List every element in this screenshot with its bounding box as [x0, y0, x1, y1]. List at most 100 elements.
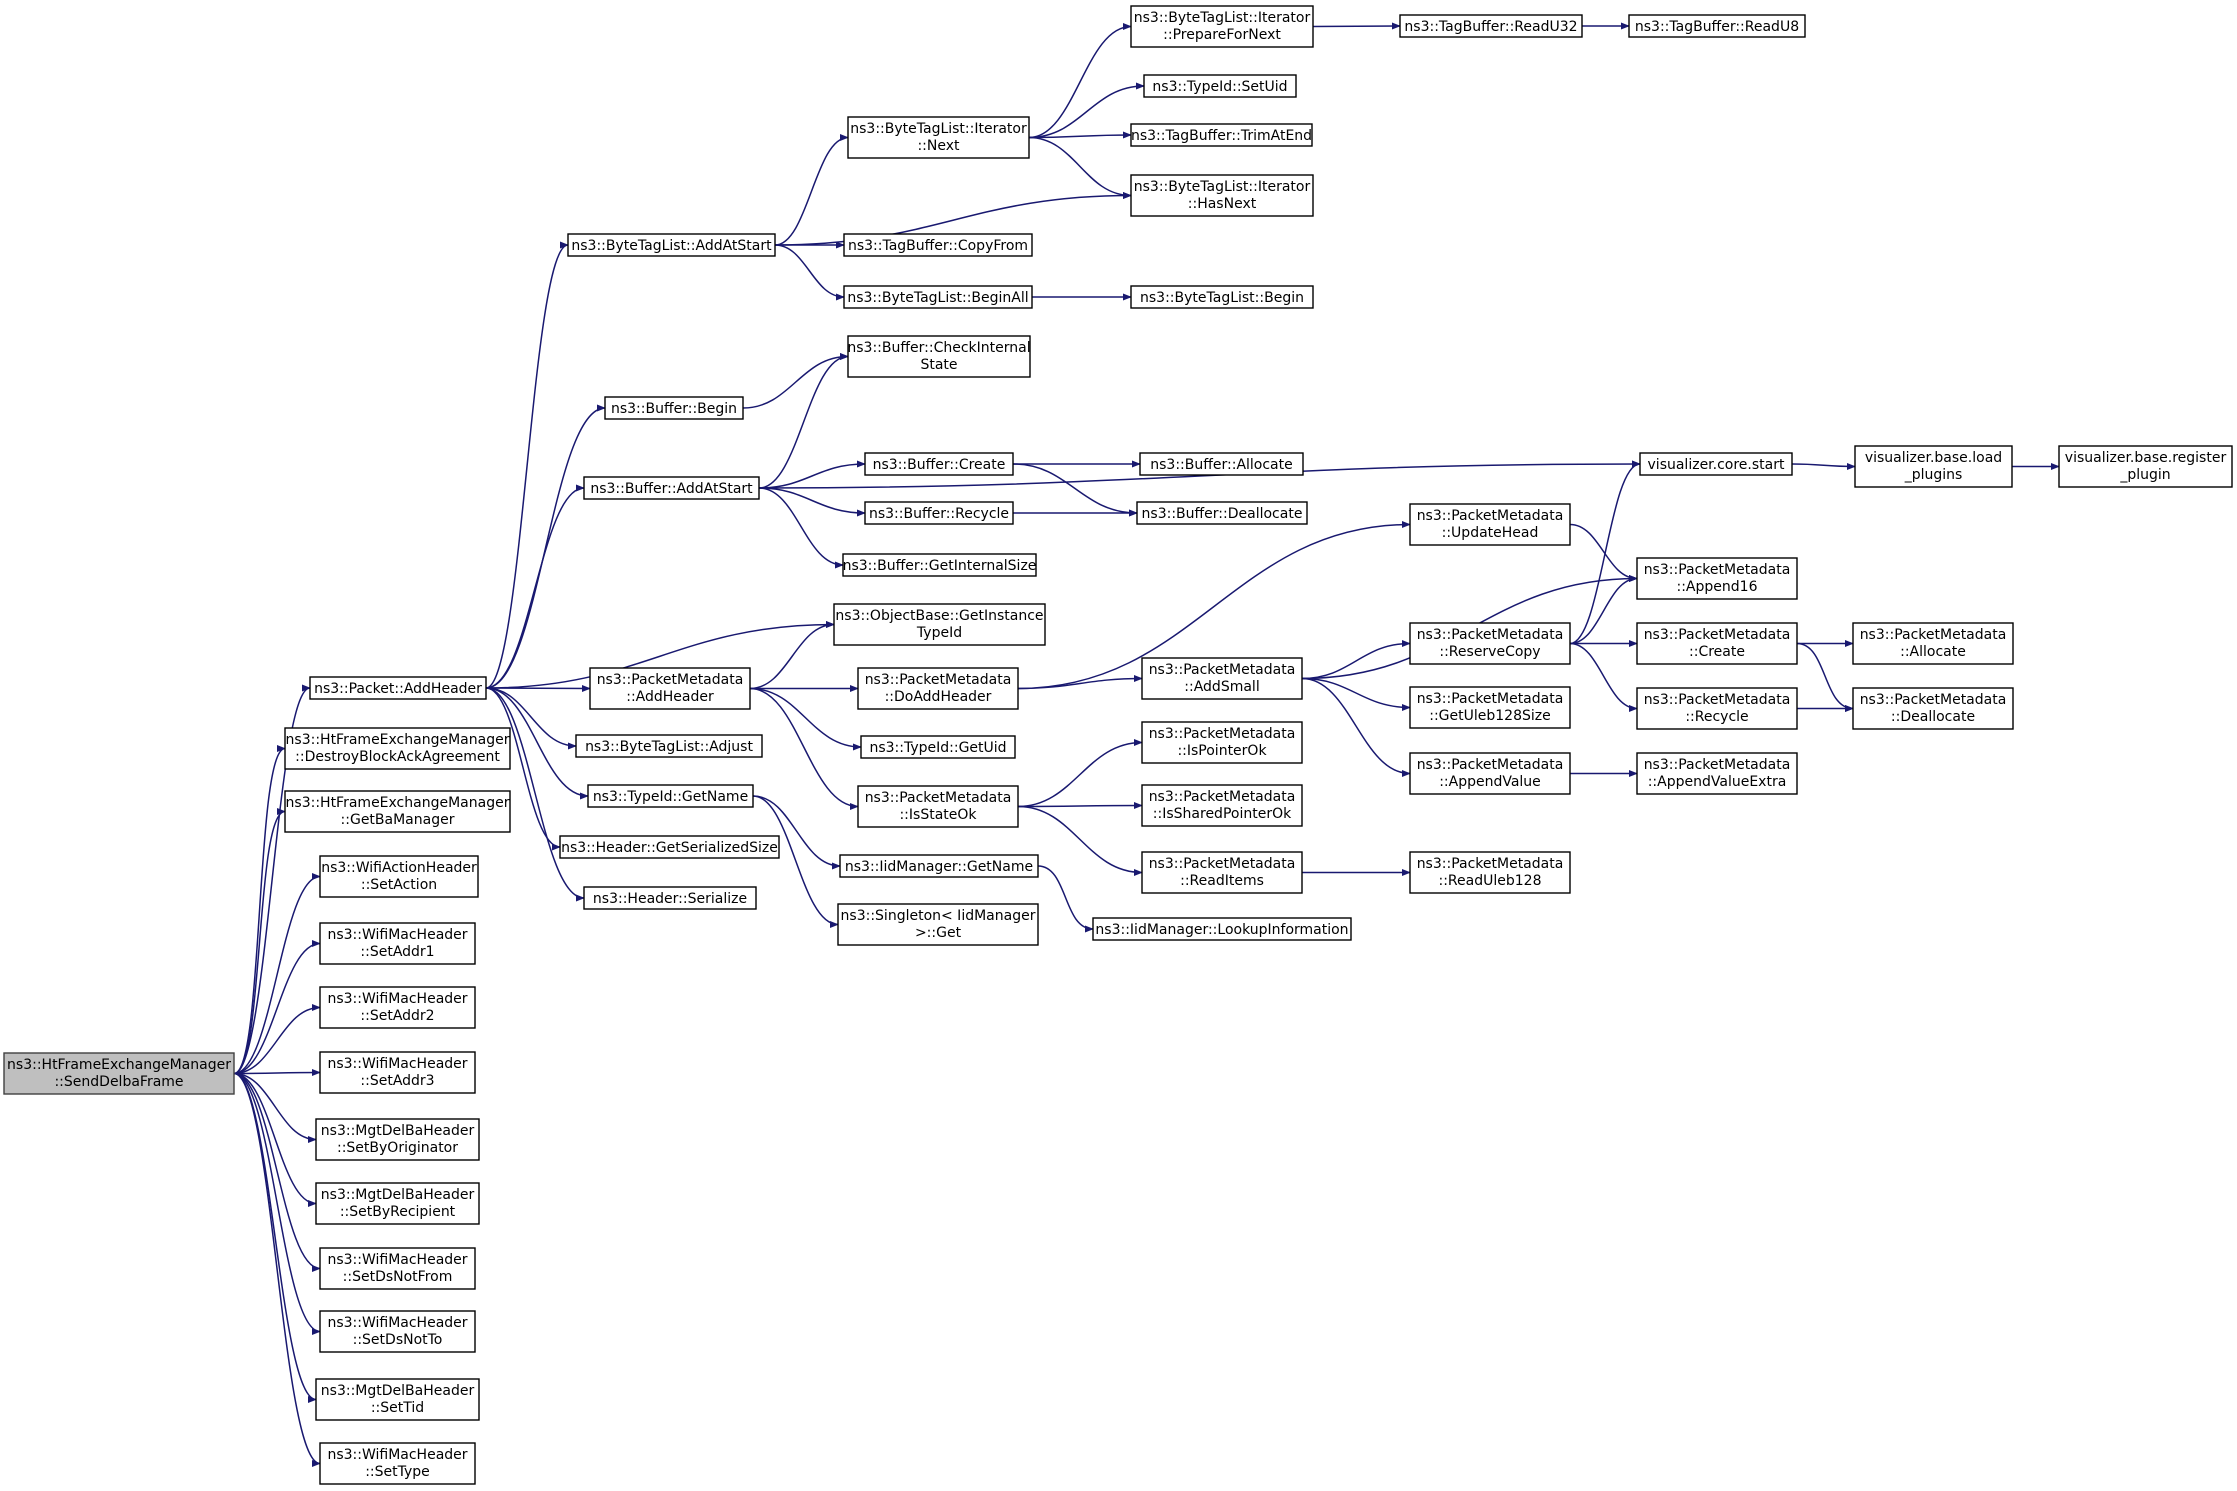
graph-node-singleton_get[interactable]: ns3::Singleton< IidManager >::Get — [837, 903, 1039, 946]
graph-node-pm_readitems[interactable]: ns3::PacketMetadata::ReadItems — [1141, 851, 1303, 894]
graph-node-pm_allocate[interactable]: ns3::PacketMetadata::Allocate — [1852, 622, 2014, 665]
graph-node-pm_getuleb128size[interactable]: ns3::PacketMetadata::GetUleb128Size — [1409, 686, 1571, 729]
graph-node-pm_doaddheader[interactable]: ns3::PacketMetadata::DoAddHeader — [857, 667, 1019, 710]
node-box — [1139, 452, 1304, 476]
graph-node-set_by_recip[interactable]: ns3::MgtDelBaHeader::SetByRecipient — [315, 1182, 480, 1225]
node-label-line: ::IsPointerOk — [1177, 743, 1267, 759]
node-label-line: ns3::Singleton< IidManager — [841, 908, 1036, 924]
node-box — [1130, 123, 1313, 147]
graph-node-buf_create[interactable]: ns3::Buffer::Create — [864, 452, 1014, 476]
call-edge-pm_addheader-to-pm_isstateok — [749, 687, 859, 811]
node-box — [1628, 14, 1806, 38]
node-box — [559, 835, 780, 859]
graph-node-typeid_getname[interactable]: ns3::TypeId::GetName — [587, 784, 754, 808]
graph-node-pm_readuleb128[interactable]: ns3::PacketMetadata::ReadUleb128 — [1409, 851, 1571, 894]
call-edge-btli_next-to-btli_hasnext — [1028, 136, 1132, 200]
graph-node-set_addr2[interactable]: ns3::WifiMacHeader::SetAddr2 — [319, 986, 476, 1029]
call-edge-root-to-set_ds_not_to — [233, 1072, 321, 1336]
node-label-line: TypeId — [916, 625, 962, 641]
call-edge-root-to-set_by_orig — [233, 1072, 317, 1144]
graph-node-pm_ispointerok[interactable]: ns3::PacketMetadata::IsPointerOk — [1141, 721, 1303, 764]
graph-node-set_addr1[interactable]: ns3::WifiMacHeader::SetAddr1 — [319, 922, 476, 965]
graph-node-tb_copyfrom[interactable]: ns3::TagBuffer::CopyFrom — [843, 233, 1033, 257]
call-edge-pm_addheader-to-typeid_getuid — [749, 687, 862, 751]
node-label-line: ns3::PacketMetadata — [1417, 627, 1564, 643]
graph-node-set_ds_not_to[interactable]: ns3::WifiMacHeader::SetDsNotTo — [319, 1310, 476, 1353]
node-box — [3, 1052, 235, 1095]
graph-node-pm_addheader[interactable]: ns3::PacketMetadata::AddHeader — [589, 667, 751, 710]
graph-node-set_ds_not_from[interactable]: ns3::WifiMacHeader::SetDsNotFrom — [319, 1247, 476, 1290]
graph-node-set_type[interactable]: ns3::WifiMacHeader::SetType — [319, 1442, 476, 1485]
graph-node-pm_appendvalue[interactable]: ns3::PacketMetadata::AppendValue — [1409, 752, 1571, 795]
graph-node-pm_updatehead[interactable]: ns3::PacketMetadata::UpdateHead — [1409, 503, 1571, 546]
graph-node-set_by_orig[interactable]: ns3::MgtDelBaHeader::SetByOriginator — [315, 1118, 480, 1161]
node-label-line: ns3::Packet::AddHeader — [314, 681, 482, 697]
graph-node-root[interactable]: ns3::HtFrameExchangeManager::SendDelbaFr… — [3, 1052, 235, 1095]
graph-node-buf_begin[interactable]: ns3::Buffer::Begin — [604, 396, 744, 420]
graph-node-destroy_block[interactable]: ns3::HtFrameExchangeManager::DestroyBloc… — [284, 727, 511, 770]
graph-node-iid_lookup[interactable]: ns3::IidManager::LookupInformation — [1092, 917, 1352, 941]
node-label-line: ::IsSharedPointerOk — [1153, 806, 1292, 822]
graph-node-buf_deallocate[interactable]: ns3::Buffer::Deallocate — [1136, 501, 1308, 525]
node-box — [315, 1118, 480, 1161]
graph-node-buf_allocate[interactable]: ns3::Buffer::Allocate — [1139, 452, 1304, 476]
node-label-line: ::SetDsNotFrom — [343, 1269, 453, 1285]
graph-node-buf_getinternalsize[interactable]: ns3::Buffer::GetInternalSize — [842, 553, 1037, 577]
graph-node-buf_addatstart[interactable]: ns3::Buffer::AddAtStart — [583, 476, 760, 500]
graph-node-btli_hasnext[interactable]: ns3::ByteTagList::Iterator::HasNext — [1130, 174, 1314, 217]
graph-node-btli_next[interactable]: ns3::ByteTagList::Iterator::Next — [847, 116, 1030, 159]
graph-node-pm_reservecopy[interactable]: ns3::PacketMetadata::ReserveCopy — [1409, 622, 1571, 665]
node-label-line: ::GetUleb128Size — [1429, 708, 1550, 724]
graph-node-vis_core_start[interactable]: visualizer.core.start — [1639, 452, 1793, 476]
graph-node-tb_trimatend[interactable]: ns3::TagBuffer::TrimAtEnd — [1130, 123, 1313, 147]
node-box — [1852, 687, 2014, 730]
graph-node-vis_register_plugin[interactable]: visualizer.base.register_plugin — [2058, 445, 2233, 488]
graph-node-pm_appendvalueextra[interactable]: ns3::PacketMetadata::AppendValueExtra — [1636, 752, 1798, 795]
node-label-line: ns3::PacketMetadata — [1149, 856, 1296, 872]
call-edge-btli_prepare-to-tb_readu32 — [1312, 22, 1401, 30]
graph-node-tb_readu32[interactable]: ns3::TagBuffer::ReadU32 — [1399, 14, 1583, 38]
graph-node-pm_isstateok[interactable]: ns3::PacketMetadata::IsStateOk — [857, 785, 1019, 828]
node-label-line: ::PrepareForNext — [1163, 27, 1281, 43]
graph-node-iid_getname[interactable]: ns3::IidManager::GetName — [839, 854, 1039, 878]
graph-node-pm_issharedpointerok[interactable]: ns3::PacketMetadata::IsSharedPointerOk — [1141, 784, 1303, 827]
graph-node-set_action[interactable]: ns3::WifiActionHeader::SetAction — [319, 855, 479, 898]
graph-node-pm_deallocate[interactable]: ns3::PacketMetadata::Deallocate — [1852, 687, 2014, 730]
graph-node-buf_recycle[interactable]: ns3::Buffer::Recycle — [864, 501, 1014, 525]
node-label-line: ::Create — [1689, 644, 1745, 660]
node-label-line: ::DoAddHeader — [885, 689, 992, 705]
node-label-line: ns3::HtFrameExchangeManager — [286, 795, 510, 811]
node-box — [1130, 5, 1314, 48]
graph-node-pm_append16[interactable]: ns3::PacketMetadata::Append16 — [1636, 557, 1798, 600]
graph-node-pm_recycle[interactable]: ns3::PacketMetadata::Recycle — [1636, 687, 1798, 730]
graph-node-btli_prepare[interactable]: ns3::ByteTagList::Iterator::PrepareForNe… — [1130, 5, 1314, 48]
graph-node-set_tid[interactable]: ns3::MgtDelBaHeader::SetTid — [315, 1378, 480, 1421]
graph-node-vis_load_plugins[interactable]: visualizer.base.load_plugins — [1854, 445, 2013, 488]
node-box — [2058, 445, 2233, 488]
call-edge-pm_addsmall-to-pm_appendvalue — [1301, 677, 1411, 778]
graph-node-btl_addatstart[interactable]: ns3::ByteTagList::AddAtStart — [567, 233, 776, 257]
graph-node-pkt_addheader[interactable]: ns3::Packet::AddHeader — [309, 676, 487, 700]
graph-node-hdr_serialize[interactable]: ns3::Header::Serialize — [583, 886, 757, 910]
graph-node-btl_beginall[interactable]: ns3::ByteTagList::BeginAll — [843, 285, 1033, 309]
graph-node-get_ba[interactable]: ns3::HtFrameExchangeManager::GetBaManage… — [284, 790, 511, 833]
node-label-line: ::ReadItems — [1180, 873, 1264, 889]
graph-node-btl_begin[interactable]: ns3::ByteTagList::Begin — [1130, 285, 1314, 309]
graph-node-pm_create[interactable]: ns3::PacketMetadata::Create — [1636, 622, 1798, 665]
graph-node-pm_addsmall[interactable]: ns3::PacketMetadata::AddSmall — [1141, 657, 1303, 700]
node-box — [837, 903, 1039, 946]
call-edge-root-to-set_type — [233, 1072, 321, 1468]
graph-node-tb_readu8[interactable]: ns3::TagBuffer::ReadU8 — [1628, 14, 1806, 38]
node-box — [1636, 622, 1798, 665]
graph-node-hdr_getsersize[interactable]: ns3::Header::GetSerializedSize — [559, 835, 780, 859]
graph-node-btl_adjust[interactable]: ns3::ByteTagList::Adjust — [575, 734, 763, 758]
node-box — [843, 285, 1033, 309]
graph-node-set_addr3[interactable]: ns3::WifiMacHeader::SetAddr3 — [319, 1051, 476, 1094]
node-box — [839, 854, 1039, 878]
node-label-line: ::SetByRecipient — [340, 1204, 456, 1220]
graph-node-typeid_setuid[interactable]: ns3::TypeId::SetUid — [1143, 74, 1297, 98]
graph-node-typeid_getuid[interactable]: ns3::TypeId::GetUid — [860, 735, 1016, 759]
call-edge-root-to-set_addr1 — [233, 939, 321, 1075]
